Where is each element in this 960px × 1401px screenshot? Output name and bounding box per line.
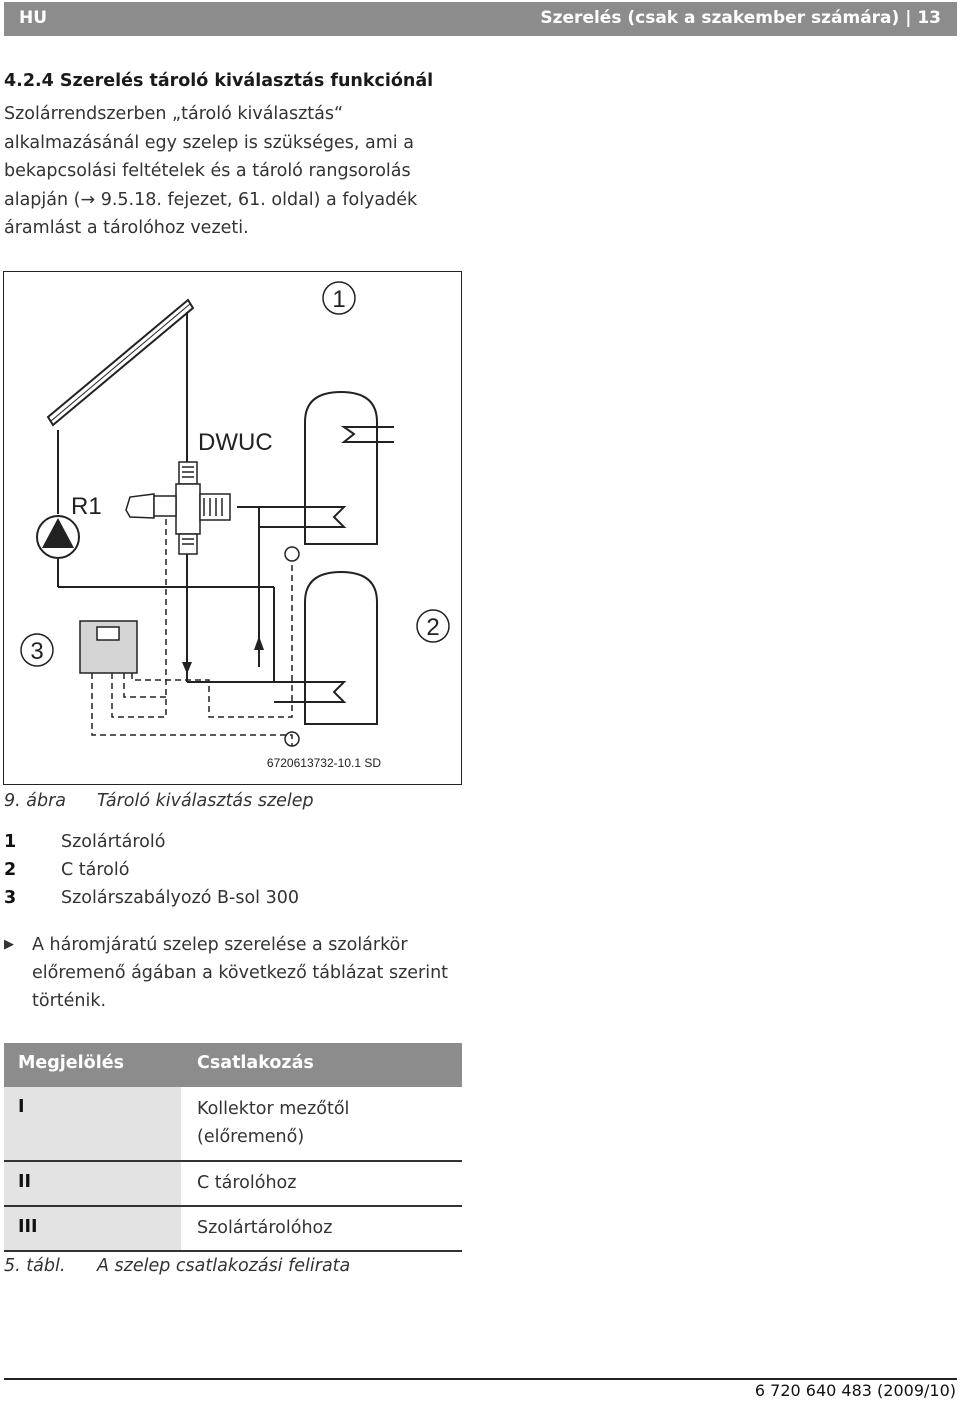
table-caption-text: A szelep csatlakozási felirata [97, 1256, 351, 1276]
svg-text:1: 1 [332, 286, 345, 313]
controller-box [79, 620, 138, 674]
legend-text: Szolártároló [61, 832, 166, 852]
sensor-wiring [91, 517, 293, 746]
intro-paragraph: Szolárrendszerben „tároló kiválasztás“ a… [4, 104, 418, 238]
language-label: HU [19, 8, 48, 28]
table-row: I Kollektor mezőtől (előremenő) [4, 1087, 462, 1162]
table-header: Megjelölés Csatlakozás [4, 1043, 462, 1087]
legend-item: 3 Szolárszabályozó B-sol 300 [4, 888, 404, 916]
header-title: Szerelés (csak a szakember számára) | 13 [540, 8, 941, 28]
table-cell-mark: II [4, 1162, 181, 1205]
table-row: III Szolártárolóhoz [4, 1207, 462, 1252]
connection-table: Megjelölés Csatlakozás I Kollektor mezőt… [4, 1043, 462, 1252]
legend-text: C tároló [61, 860, 130, 880]
flow-arrow-icon [182, 662, 192, 674]
document-number: 6 720 640 483 (2009/10) [754, 1381, 956, 1400]
dwuc-label: DWUC [198, 429, 273, 456]
solar-system-diagram: DWUC R1 1 2 3 [20, 281, 450, 747]
figure-caption-number: 9. ábra [4, 791, 67, 811]
table-cell-mark: III [4, 1207, 181, 1250]
legend-item: 1 Szolártároló [4, 832, 404, 860]
legend-item: 2 C tároló [4, 860, 404, 888]
column-header: Csatlakozás [197, 1053, 314, 1073]
sensor-icon [284, 546, 300, 562]
svg-text:2: 2 [426, 614, 439, 641]
diagram-figure: DWUC R1 1 2 3 6720613732-10.1 SD [3, 271, 462, 785]
figure-caption-text: Tároló kiválasztás szelep [97, 791, 314, 811]
figure-legend: 1 Szolártároló 2 C tároló 3 Szolárszabál… [4, 832, 404, 916]
page-header: HU Szerelés (csak a szakember számára) |… [4, 2, 957, 36]
pump-icon [36, 515, 80, 559]
marker-1: 1 [322, 281, 356, 315]
solar-tank [259, 390, 394, 545]
svg-text:3: 3 [30, 638, 43, 665]
bullet-arrow-icon: ▶ [4, 937, 14, 952]
table-cell-connection: C tárolóhoz [197, 1173, 297, 1193]
table-cell-mark: I [4, 1087, 181, 1160]
flow-arrow-icon [254, 636, 264, 650]
section-heading: 4.2.4 Szerelés tároló kiválasztás funkci… [4, 71, 434, 91]
column-header: Megjelölés [18, 1053, 124, 1073]
legend-text: Szolárszabályozó B-sol 300 [61, 888, 299, 908]
c-tank [274, 570, 378, 725]
legend-number: 1 [4, 832, 17, 852]
marker-3: 3 [20, 633, 54, 667]
legend-number: 3 [4, 888, 17, 908]
footer-divider [4, 1378, 957, 1380]
figure-code: 6720613732-10.1 SD [266, 756, 381, 770]
table-cell-connection: Szolártárolóhoz [197, 1218, 333, 1238]
table-caption-number: 5. tábl. [4, 1256, 66, 1276]
solar-collector [46, 298, 195, 487]
r1-label: R1 [71, 493, 102, 520]
instruction-text: A háromjáratú szelep szerelése a szolárk… [32, 935, 449, 1011]
table-cell-connection: Kollektor mezőtől (előremenő) [197, 1099, 350, 1147]
legend-number: 2 [4, 860, 17, 880]
table-row: II C tárolóhoz [4, 1162, 462, 1207]
three-way-valve-icon [125, 461, 231, 555]
marker-2: 2 [416, 609, 450, 643]
